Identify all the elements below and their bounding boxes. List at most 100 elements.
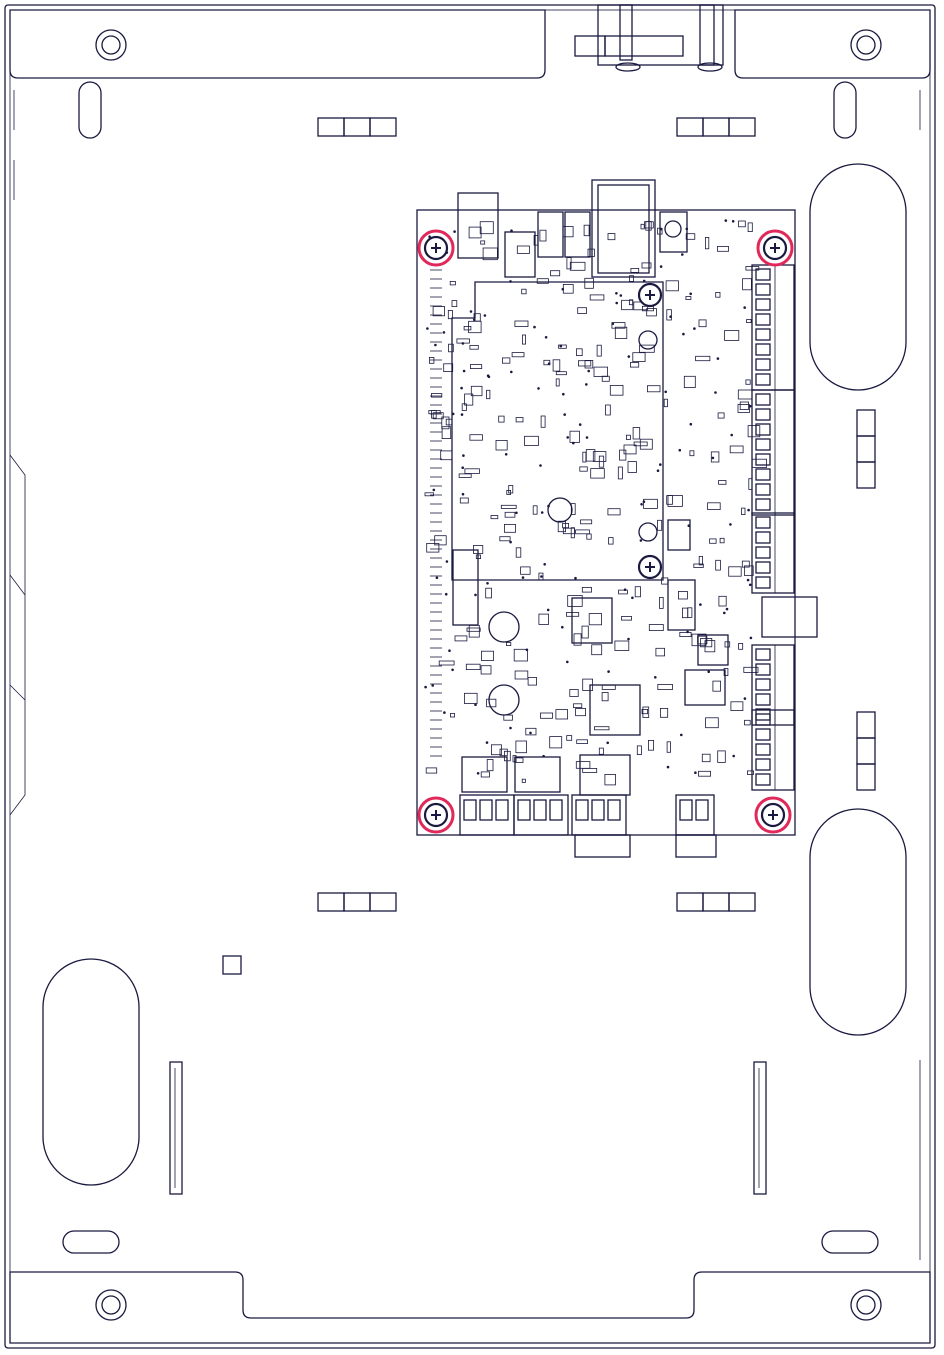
pcb-pad (434, 343, 437, 347)
standoff-screw (637, 282, 663, 308)
pcb-component (657, 519, 663, 531)
pcb-component (558, 344, 567, 349)
pcb-component (514, 320, 529, 327)
pcb-pad (699, 603, 702, 606)
pcb-component (626, 434, 631, 440)
pcb-pad (451, 668, 454, 672)
terminal-block (751, 512, 795, 594)
pcb-component (710, 451, 720, 463)
pcb-pad (606, 741, 609, 745)
pcb-component (440, 450, 453, 461)
pcb-component (715, 291, 721, 298)
pcb-pad (743, 306, 746, 309)
pcb-component (570, 503, 576, 515)
pcb-component (569, 261, 586, 271)
pcb-component (739, 401, 749, 410)
pcb-pad (546, 608, 550, 612)
pcb-component (738, 643, 744, 650)
pcb-component (515, 547, 522, 558)
pcb-component (623, 444, 637, 455)
pcb-pad (689, 422, 693, 426)
pcb-component (585, 449, 596, 462)
pcb-component (741, 560, 750, 568)
pcb-component (640, 223, 645, 230)
highlight-ring (417, 229, 455, 267)
pcb-pad (607, 670, 610, 673)
pcb-component (747, 222, 753, 232)
pcb-pad (544, 336, 548, 339)
pcb-component (504, 511, 516, 518)
pcb-pad (474, 703, 477, 706)
pcb-component (570, 527, 575, 539)
terminal-screw (755, 576, 771, 589)
pcb-component (698, 556, 703, 566)
pcb-component (644, 221, 654, 229)
pcb-component (737, 404, 750, 413)
pcb-component (661, 577, 669, 585)
pcb-component (447, 309, 453, 320)
pcb-component (581, 625, 589, 639)
pcb-component (587, 248, 595, 257)
pcb-component (630, 267, 640, 273)
terminal-screw (755, 531, 771, 544)
pcb-component (524, 435, 539, 446)
pcb-component (724, 330, 740, 341)
pcb-component (472, 545, 484, 554)
mounting-hole (850, 1289, 882, 1321)
pcb-component (729, 445, 744, 454)
pcb-component (691, 633, 707, 647)
pcb-pad (724, 219, 728, 222)
pcb-component (718, 480, 727, 485)
pcb-component (464, 468, 480, 474)
pcb-pad (521, 576, 525, 579)
pcb-pad (485, 741, 489, 744)
pcb-pad (685, 227, 689, 231)
pcb-component (678, 591, 688, 600)
pcb-component (490, 744, 502, 756)
pcb-component (576, 739, 589, 744)
pcb-component (522, 334, 526, 345)
pcb-pad (748, 583, 752, 587)
pcb-pad (533, 325, 536, 329)
pcb-component (584, 359, 594, 369)
pcb-pad (572, 441, 575, 445)
terminal-screw (755, 343, 771, 356)
pcb-component (659, 597, 664, 609)
pcb-component (666, 309, 672, 321)
pcb-component (730, 701, 744, 711)
pcb-pad (563, 413, 566, 416)
pcb-component (589, 294, 605, 301)
pcb-component (627, 461, 637, 473)
pcb-pad (460, 413, 464, 416)
pcb-component (657, 684, 673, 691)
terminal-screw (755, 453, 771, 466)
terminal-screw (755, 693, 771, 706)
pcb-component (566, 612, 580, 617)
pcb-component (705, 236, 710, 250)
pcb-component (480, 665, 492, 675)
screw-head-cross (645, 562, 655, 572)
pcb-component (604, 774, 616, 786)
pcb-component (648, 740, 655, 751)
pcb-pad (694, 771, 697, 774)
pcb-component (582, 678, 594, 691)
square-cutout (222, 955, 242, 975)
pcb-component (514, 757, 524, 763)
pcb-pad (509, 726, 512, 730)
pcb-component (540, 712, 553, 719)
screw-head-cross (768, 810, 778, 820)
highlight-ring (754, 796, 792, 834)
terminal-screw (695, 799, 709, 821)
pcb-component (454, 635, 468, 642)
vent-slot-group (317, 892, 397, 912)
slot (821, 1230, 879, 1254)
terminal-screw (755, 483, 771, 496)
pcb-component (539, 229, 547, 242)
pcb-component (438, 660, 455, 666)
terminal-screw (755, 283, 771, 296)
pcb-pad (486, 374, 490, 378)
pcb-component (742, 278, 752, 291)
pcb-component (751, 458, 768, 468)
pcb-component (490, 515, 499, 520)
pcb-component (441, 426, 452, 440)
